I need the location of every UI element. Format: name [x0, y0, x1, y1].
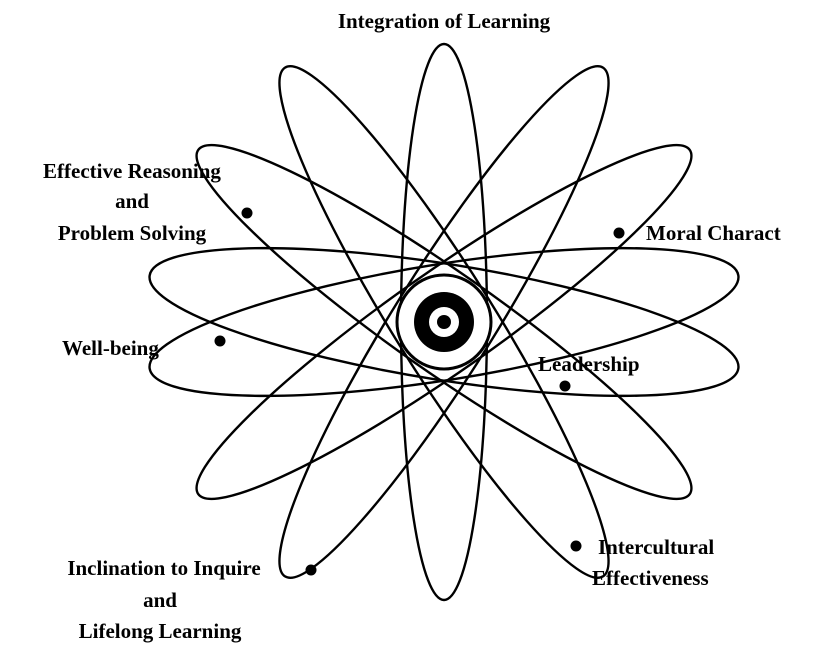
- electron-leadership: [560, 381, 571, 392]
- label-inclination-line3: Lifelong Learning: [79, 619, 242, 643]
- electron-intercultural: [571, 541, 582, 552]
- label-integration-of-learning: Integration of Learning: [338, 9, 551, 33]
- label-well-being: Well-being: [62, 336, 159, 360]
- electron-effective-reasoning: [242, 208, 253, 219]
- label-intercultural-line1: Intercultural: [598, 535, 714, 559]
- label-moral-character: Moral Charact: [646, 221, 781, 245]
- electron-well-being: [215, 336, 226, 347]
- label-effective-reasoning-line1: Effective Reasoning: [43, 159, 221, 183]
- label-inclination-line1: Inclination to Inquire: [67, 556, 260, 580]
- electron-inclination: [306, 565, 317, 576]
- electron-moral-character: [614, 228, 625, 239]
- nucleus-core: [437, 315, 451, 329]
- label-leadership: Leadership: [538, 352, 640, 376]
- nucleus: [397, 275, 491, 369]
- label-effective-reasoning-line2: and: [115, 189, 149, 213]
- label-effective-reasoning-line3: Problem Solving: [58, 221, 207, 245]
- label-intercultural-line2: Effectiveness: [592, 566, 709, 590]
- label-inclination-line2: and: [143, 588, 177, 612]
